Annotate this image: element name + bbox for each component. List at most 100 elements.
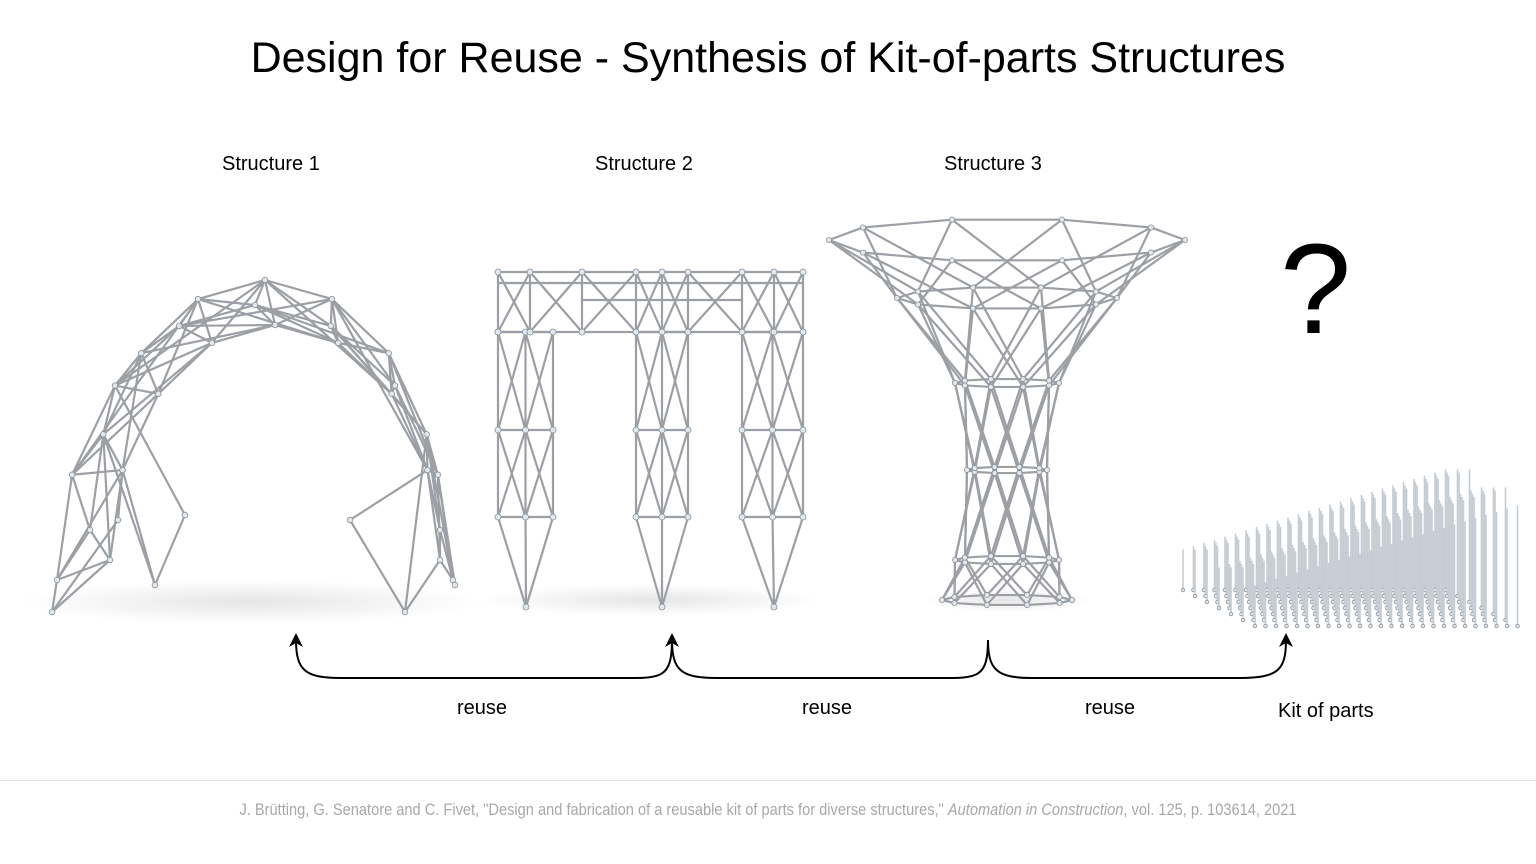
strut <box>1094 296 1119 306</box>
strut <box>861 251 954 262</box>
strut <box>963 556 989 597</box>
strut <box>1057 290 1098 385</box>
strut <box>953 467 976 562</box>
strut <box>1018 379 1051 469</box>
structure-1-truss <box>48 276 459 616</box>
strut <box>1039 251 1153 310</box>
citation-details: , vol. 125, p. 103614, 2021 <box>1123 800 1297 819</box>
node <box>1473 623 1478 629</box>
strut <box>1018 465 1051 559</box>
strut <box>963 465 996 559</box>
strut <box>660 515 690 609</box>
strut <box>963 286 975 382</box>
structure-3-label: Structure 3 <box>944 153 1042 175</box>
node <box>1148 224 1155 231</box>
strut <box>196 278 267 301</box>
strut <box>1115 251 1153 300</box>
node <box>952 379 959 386</box>
strut <box>1021 377 1041 470</box>
node <box>948 257 955 264</box>
strut <box>827 238 920 306</box>
node <box>346 516 354 524</box>
node <box>434 471 442 478</box>
node <box>987 560 994 567</box>
node <box>1056 593 1063 600</box>
node <box>334 339 342 347</box>
strut <box>1115 226 1153 300</box>
strut <box>989 465 1021 558</box>
node <box>68 471 76 478</box>
strut <box>70 392 160 476</box>
node <box>1504 623 1510 629</box>
strut <box>963 471 996 564</box>
strut <box>895 290 920 300</box>
node <box>658 513 666 521</box>
strut <box>963 554 993 559</box>
node <box>961 377 968 384</box>
strut <box>771 330 805 432</box>
strut <box>50 518 120 614</box>
strut <box>634 428 664 519</box>
node <box>658 268 666 276</box>
strut <box>993 465 1025 558</box>
node <box>1046 382 1053 389</box>
node <box>155 390 162 398</box>
node <box>951 600 958 607</box>
node <box>1016 470 1023 477</box>
node <box>1252 623 1258 629</box>
strut <box>916 290 993 381</box>
strut <box>1025 561 1051 607</box>
strut <box>1039 286 1051 382</box>
strut <box>393 384 429 472</box>
strut <box>1094 238 1187 293</box>
node <box>799 328 807 336</box>
node <box>1284 623 1289 629</box>
strut <box>425 433 455 582</box>
node <box>1431 623 1436 629</box>
node <box>494 513 502 521</box>
node <box>684 513 692 521</box>
node <box>859 249 866 256</box>
node <box>1056 557 1063 564</box>
node <box>1020 553 1027 560</box>
node <box>991 470 998 477</box>
node <box>251 301 259 309</box>
strut <box>55 473 74 582</box>
strut <box>950 259 1043 310</box>
strut <box>895 296 967 382</box>
node <box>738 426 746 434</box>
node <box>526 328 534 336</box>
strut <box>330 297 429 472</box>
node <box>1347 623 1352 629</box>
strut <box>50 578 59 614</box>
node <box>987 376 994 383</box>
node <box>385 350 392 357</box>
strut <box>330 297 397 387</box>
strut <box>1057 558 1061 599</box>
node <box>1294 623 1300 629</box>
strut <box>827 226 865 242</box>
node <box>176 322 183 330</box>
strut <box>1045 468 1051 559</box>
strut <box>963 384 993 389</box>
node <box>769 426 776 434</box>
node <box>632 328 640 336</box>
strut <box>348 518 407 614</box>
node <box>894 294 901 301</box>
strut <box>102 433 157 587</box>
node <box>1452 623 1457 629</box>
strut <box>102 384 117 436</box>
node <box>1016 463 1023 470</box>
strut <box>916 218 954 293</box>
node <box>401 608 409 616</box>
diagram-canvas <box>20 216 1520 680</box>
node <box>1216 605 1222 611</box>
strut <box>971 286 1025 381</box>
node <box>388 390 395 398</box>
strut <box>140 324 181 355</box>
strut <box>1021 290 1098 381</box>
node <box>549 426 557 434</box>
strut <box>140 352 160 395</box>
strut <box>496 515 528 609</box>
strut <box>1060 251 1153 262</box>
